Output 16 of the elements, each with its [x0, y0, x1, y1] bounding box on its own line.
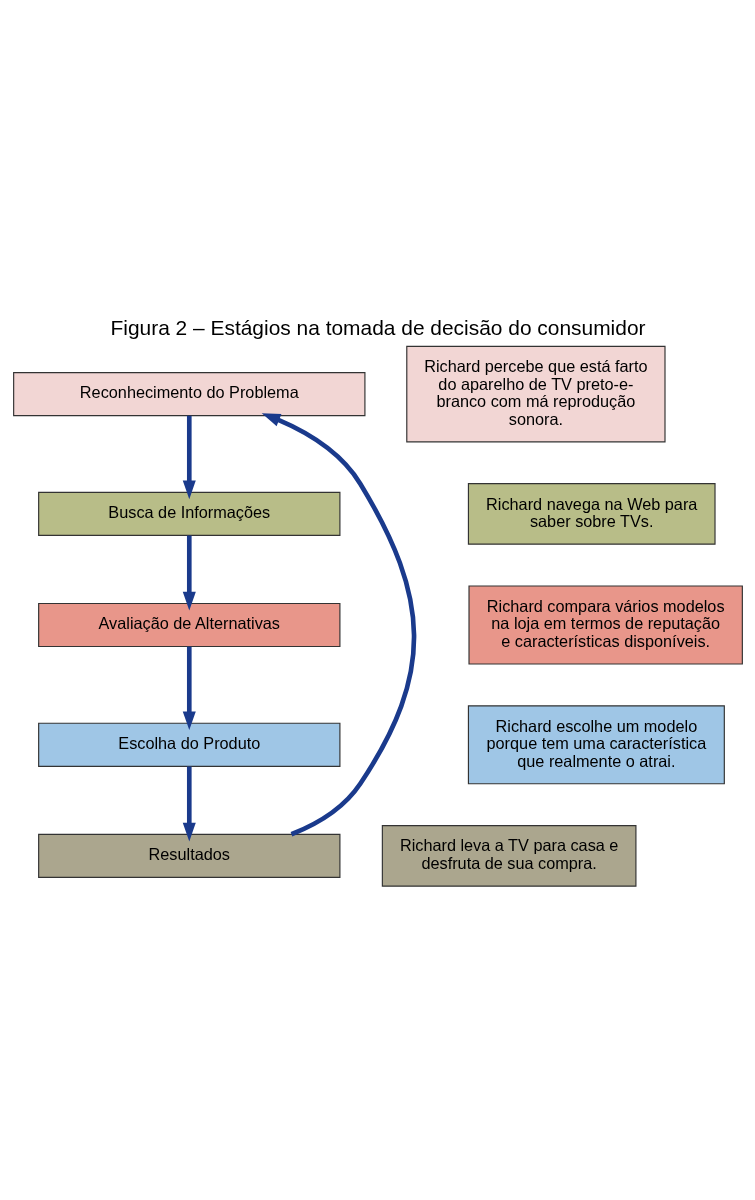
diagram-title: Figura 2 – Estágios na tomada de decisão do consumidor — [110, 316, 645, 340]
node-box: Richard compara vários modelos na loja em termos de reputação e características disponíveis. — [467, 585, 743, 665]
arrow — [182, 646, 196, 731]
node-box: Resultados — [37, 833, 340, 878]
arrow — [261, 413, 416, 837]
arrow — [182, 535, 196, 611]
node-box: Avaliação de Alternativas — [37, 602, 340, 648]
node-box: Escolha do Produto — [37, 722, 340, 767]
node-box: Busca de Informações — [37, 491, 340, 537]
node-box: Richard percebe que está farto do aparelho de TV preto-e-branco com má reprodução sonora. — [405, 345, 666, 443]
node-box: Richard leva a TV para casa e desfruta de sua compra. — [381, 825, 636, 887]
node-box: Richard navega na Web para saber sobre TVs. — [467, 483, 716, 545]
arrow — [182, 415, 196, 500]
node-box: Reconhecimento do Problema — [12, 372, 365, 417]
arrow — [182, 766, 196, 842]
node-box: Richard escolhe um modelo porque tem uma característica que realmente o atrai. — [467, 705, 725, 785]
